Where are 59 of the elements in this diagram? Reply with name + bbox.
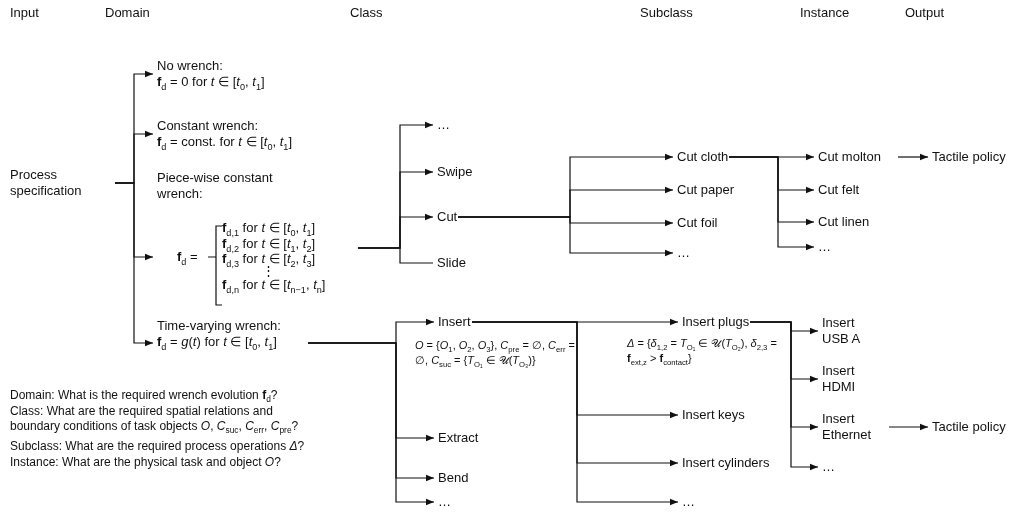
tree-label: … [682,494,695,510]
note-text: Class: What are the required spatial relations and boundary conditions of task objects O, C$_{suc}$, C$_{err}$, C$_{pre}$? [10,404,300,434]
tree-label: … [677,245,690,261]
heading-text: Constant wrench: [157,118,259,134]
formula-text: f$_{d}$ = 0 for t ∈ [t$_{0}$, t$_{1}$] [157,74,265,90]
column-header: Subclass [640,5,693,21]
tree-label: Tactile policy [932,419,1006,435]
tree-label: Insert plugs [682,314,750,330]
tree-label: Insert HDMI [822,363,877,395]
formula-text: Δ = {δ$_{1,2}$ = T$_{O₁}$ ∈ 𝒰(T$_{O₂}$), δ$_{2,3}$ = f$_{ext,z}$ > f$_{contact}$} [627,336,777,366]
tree-label: Cut paper [677,182,735,198]
formula-text: f$_{d}$ = g(t) for t ∈ [t$_{0}$, t$_{1}$] [157,334,277,350]
column-header: Input [10,5,39,21]
formula-text: f$_{d,n}$ for t ∈ [t$_{n−1}$, t$_{n}$] [222,277,326,293]
tree-label: Insert USB A [822,315,877,347]
column-header: Class [350,5,383,21]
tree-label: Cut [437,209,458,225]
tree-label: Cut foil [677,215,718,231]
tree-label: Cut molton [818,149,881,165]
tree-label: Extract [438,430,479,446]
tree-label: … [822,459,835,475]
tree-label: Insert keys [682,407,745,423]
column-header: Output [905,5,945,21]
column-header: Instance [800,5,850,21]
note-text: Subclass: What are the required process operations Δ? [10,439,306,454]
tree-label: Insert [438,314,471,330]
arrow [728,156,815,251]
tree-label: Swipe [437,164,473,180]
note-text: Domain: What is the required wrench evolution f$_{d}$? [10,388,279,403]
connector-line [357,247,434,264]
tree-label: … [438,494,451,510]
formula-text: f$_{d}$ = [177,249,198,265]
formula-text: f$_{d,1}$ for t ∈ [t$_{0}$, t$_{1}$] [222,220,316,236]
formula-text: O = {O$_{1}$, O$_{2}$, O$_{3}$}, C$_{pre}$ = ∅, C$_{err}$ = ∅, C$_{suc}$ = {T$_{O₁}$ ∈ 𝒰(T$_{O₃}$)} [415,338,576,368]
note-text: Instance: What are the physical task and object O? [10,455,282,470]
arrow [897,153,929,161]
arrow [749,321,819,471]
tree-label: Bend [438,470,469,486]
tree-label: Insert cylinders [682,455,770,471]
tree-label: Cut felt [818,182,860,198]
formula-text: f$_{d}$ = const. for t ∈ [t$_{0}$, t$_{1}$] [157,134,292,150]
tree-label: Process specification [10,167,115,199]
tree-label: Tactile policy [932,149,1006,165]
formula-text: f$_{d,2}$ for t ∈ [t$_{1}$, t$_{2}$] [222,236,316,252]
tree-label: … [437,117,450,133]
tree-label: … [818,239,831,255]
arrow [457,216,674,257]
column-header: Domain [105,5,150,21]
heading-text: No wrench: [157,58,223,74]
heading-text: Time-varying wrench: [157,318,281,334]
arrow [471,321,679,506]
arrow [888,423,929,431]
tree-label: Cut cloth [677,149,729,165]
heading-text: Piece-wise constant wrench: [157,170,274,202]
tree-label: Cut linen [818,214,870,230]
formula-text: ⋮ [262,263,275,279]
tree-label: Slide [437,255,466,271]
tree-label: Insert Ethernet [822,411,882,443]
arrow [114,182,154,347]
